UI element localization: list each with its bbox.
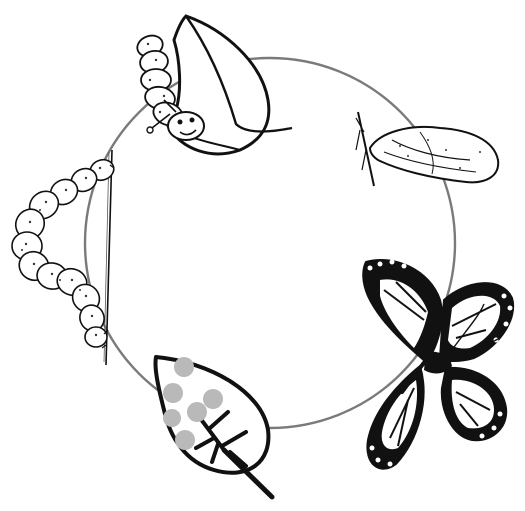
- egg: [203, 389, 223, 409]
- caterpillar-eating-leaf-icon: [134, 16, 292, 154]
- leaf-with-eggs-icon: [155, 357, 272, 497]
- egg: [187, 402, 207, 422]
- caterpillar-icon: [10, 150, 116, 365]
- egg: [163, 409, 181, 427]
- chrysalis-icon: [356, 112, 498, 186]
- caterpillar-face: [168, 112, 204, 140]
- butterfly-icon: [363, 260, 513, 469]
- egg: [163, 383, 183, 403]
- egg: [174, 357, 194, 377]
- egg: [175, 430, 195, 450]
